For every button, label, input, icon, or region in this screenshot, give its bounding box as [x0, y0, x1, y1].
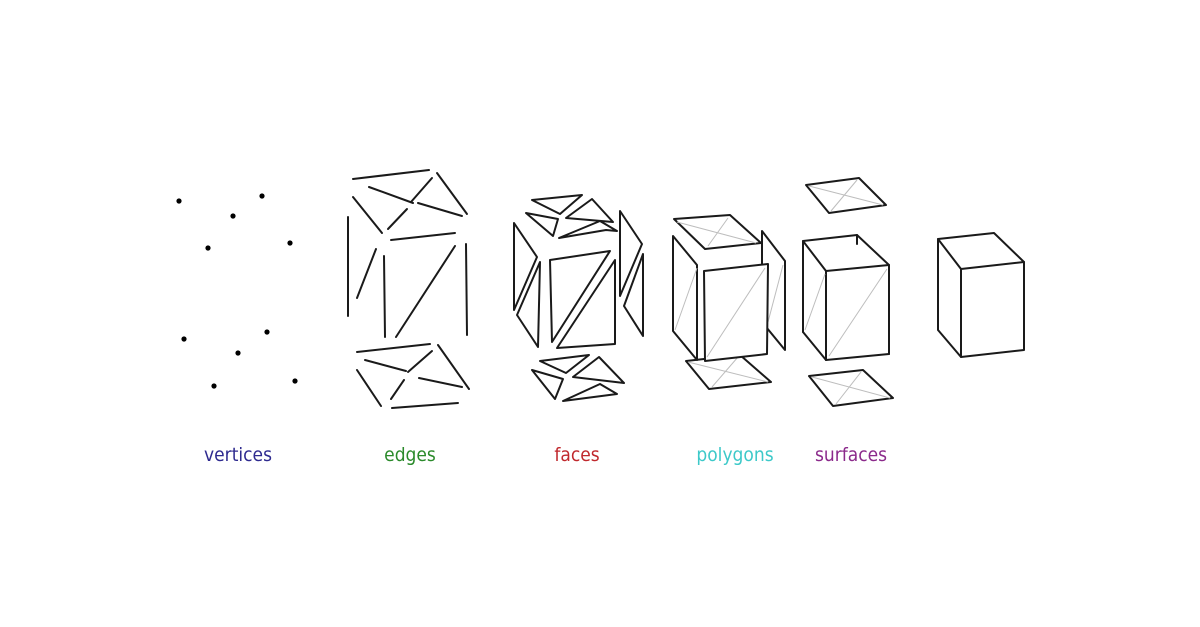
faces-label: faces — [552, 443, 602, 467]
face — [531, 369, 564, 400]
vertex — [292, 378, 298, 384]
surface-diagonal — [828, 268, 888, 357]
edges-label-text: edges — [384, 444, 436, 466]
polygon — [672, 235, 698, 361]
surface-edge — [802, 331, 827, 361]
edge — [390, 232, 456, 241]
polygon-diagonal — [687, 361, 769, 383]
vertex — [205, 245, 211, 251]
polygon-diagonal — [767, 264, 784, 323]
face — [531, 194, 583, 215]
edge — [410, 177, 433, 203]
edge — [352, 196, 383, 234]
vertices-figure — [176, 193, 298, 389]
face — [556, 259, 616, 349]
surface-diagonal — [835, 371, 862, 405]
edge — [352, 169, 430, 180]
polygon-diagonal — [676, 221, 757, 244]
vertex — [259, 193, 265, 199]
surfaces-figure — [802, 177, 894, 407]
edge — [436, 172, 468, 215]
surface-diagonal — [808, 185, 884, 206]
surfaces-label: surfaces — [811, 443, 891, 467]
edge — [356, 343, 431, 353]
face — [565, 198, 614, 223]
solid-box-figure — [937, 232, 1025, 358]
surface-diagonal — [804, 273, 826, 331]
surface-edge — [825, 353, 890, 361]
polygon-diagonal — [711, 356, 739, 388]
face — [539, 354, 590, 374]
polygons-label-text: polygons — [696, 444, 774, 466]
surface — [802, 234, 890, 272]
vertex — [211, 383, 217, 389]
vertex — [230, 213, 236, 219]
face — [549, 250, 611, 343]
face — [513, 222, 538, 311]
vertex — [181, 336, 187, 342]
face — [572, 356, 625, 384]
faces-figure — [513, 194, 644, 402]
edge — [437, 344, 470, 390]
vertex — [235, 350, 241, 356]
vertex — [264, 329, 270, 335]
edge — [356, 369, 382, 407]
polygon-diagonal — [706, 267, 766, 358]
edge — [417, 202, 463, 217]
vertex — [176, 198, 182, 204]
edge — [368, 186, 414, 204]
edge — [465, 243, 468, 336]
edge — [395, 245, 456, 338]
edges-label: edges — [381, 443, 438, 467]
face — [516, 261, 541, 348]
surface — [808, 369, 894, 407]
edge — [418, 377, 463, 388]
vertices-label-text: vertices — [204, 444, 272, 466]
vertices-label: vertices — [200, 443, 276, 467]
edge — [391, 402, 459, 409]
polygon-diagonal — [674, 267, 698, 331]
solid-right — [960, 261, 1025, 358]
edge — [407, 350, 433, 373]
face — [558, 220, 618, 239]
surfaces-label-text: surfaces — [814, 444, 888, 466]
vertex — [287, 240, 293, 246]
face — [619, 210, 643, 297]
surface-diagonal — [830, 179, 858, 212]
surface — [805, 177, 887, 214]
edge — [387, 208, 408, 230]
edge — [364, 359, 407, 372]
edge — [356, 248, 377, 299]
edge — [383, 255, 386, 338]
face — [562, 383, 618, 402]
face — [525, 212, 559, 237]
faces-label-text: faces — [554, 444, 600, 466]
solid-top — [937, 232, 1025, 270]
polygons-label: polygons — [692, 443, 778, 467]
surface-diagonal — [811, 376, 891, 399]
polygons-figure — [672, 214, 786, 390]
edges-figure — [347, 169, 470, 409]
edge — [390, 379, 405, 400]
polygon-diagonal — [707, 217, 729, 247]
solid-left — [937, 238, 962, 358]
face — [623, 253, 644, 337]
